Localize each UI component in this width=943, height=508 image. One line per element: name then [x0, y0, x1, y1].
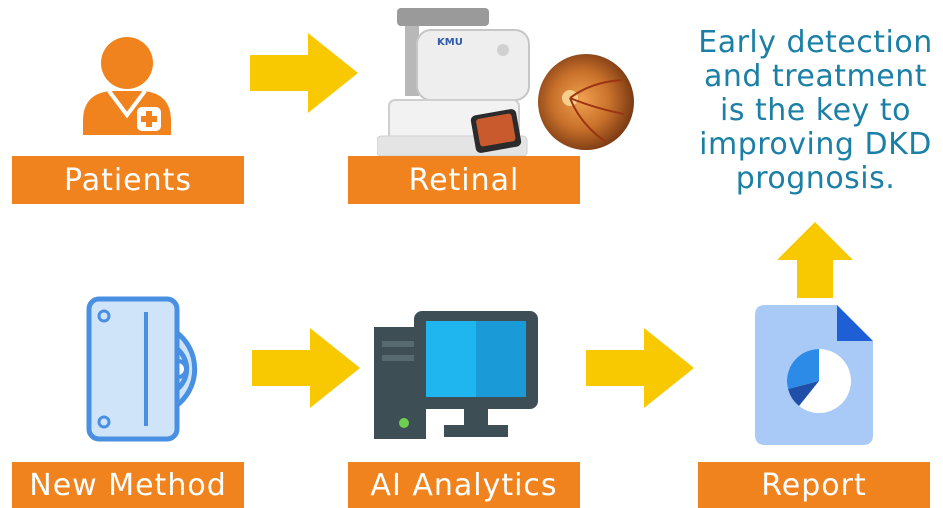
fundus-camera-icon	[377, 8, 530, 157]
arrow-right-icon	[250, 33, 358, 113]
patient-icon	[83, 37, 171, 135]
headline-text: Early detection and treatment is the key…	[688, 26, 943, 196]
arrow-right-icon	[252, 328, 360, 408]
disk-drive-icon	[86, 296, 198, 442]
arrow-right-icon	[586, 328, 694, 408]
report-document-icon	[755, 305, 873, 445]
arrow-up-icon	[777, 222, 853, 298]
new-method-label: New Method	[12, 462, 244, 508]
headline-line-5: prognosis.	[735, 161, 896, 196]
ai-analytics-label: AI Analytics	[348, 462, 580, 508]
fundus-image-icon	[538, 54, 634, 150]
camera-brand-text: KMU	[437, 37, 463, 48]
patients-label: Patients	[12, 156, 244, 204]
retinal-label: Retinal	[348, 156, 580, 204]
headline-line-4: improving DKD	[699, 127, 932, 162]
headline-line-2: and treatment	[704, 59, 927, 94]
report-label: Report	[698, 462, 930, 508]
headline-line-3: is the key to	[720, 93, 911, 128]
headline-line-1: Early detection	[698, 25, 933, 60]
computer-icon	[374, 311, 538, 439]
